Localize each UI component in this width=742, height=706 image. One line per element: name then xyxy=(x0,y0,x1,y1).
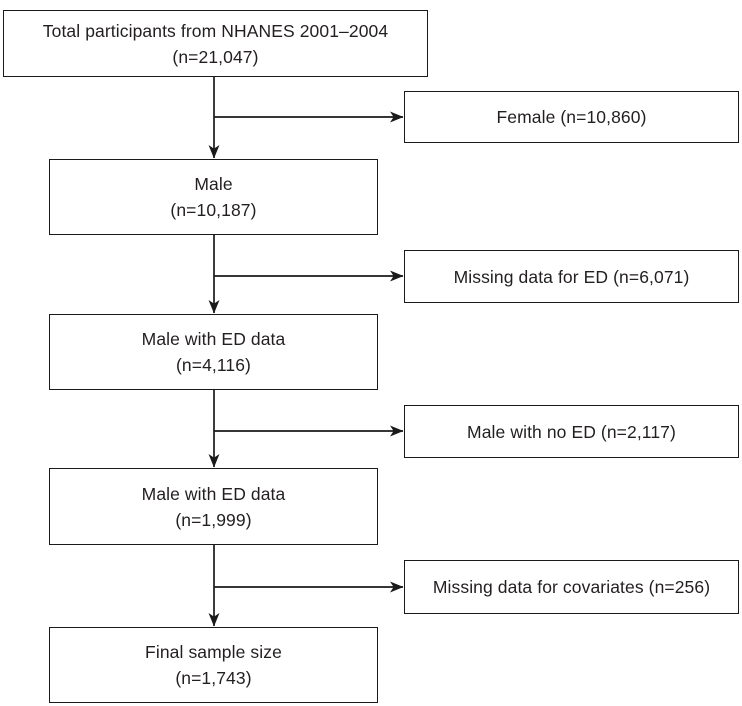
flow-box-excluded-missing-ed: Missing data for ED (n=6,071) xyxy=(404,250,739,303)
box-label-line2: (n=21,047) xyxy=(172,46,259,67)
box-label-line2: (n=4,116) xyxy=(175,355,251,375)
box-label-line2: (n=1,999) xyxy=(175,509,252,530)
flow-box-male-ed-data-1999: Male with ED data (n=1,999) xyxy=(49,468,378,545)
flow-box-final-sample: Final sample size (n=1,743) xyxy=(49,627,378,703)
box-label: Missing data for ED (n=6,071) xyxy=(453,266,690,287)
box-label-line1: Male with ED data xyxy=(141,483,286,504)
box-label: Male with no ED (n=2,117) xyxy=(467,421,676,442)
box-label-line1: Final sample size xyxy=(145,642,282,662)
box-label-line2: (n=1,743) xyxy=(175,668,252,688)
flow-box-excluded-no-ed: Male with no ED (n=2,117) xyxy=(404,405,739,458)
flow-box-total-participants: Total participants from NHANES 2001–2004… xyxy=(3,10,428,77)
flow-box-excluded-female: Female (n=10,860) xyxy=(404,91,739,143)
box-label-line2: (n=10,187) xyxy=(170,200,257,220)
box-label-line1: Total participants from NHANES 2001–2004 xyxy=(42,20,389,41)
box-label: Missing data for covariates (n=256) xyxy=(432,577,711,597)
flow-box-male: Male (n=10,187) xyxy=(49,159,378,235)
flow-box-male-ed-data-4116: Male with ED data (n=4,116) xyxy=(49,314,378,390)
flow-box-excluded-missing-covariates: Missing data for covariates (n=256) xyxy=(404,560,739,614)
box-label-line1: Male xyxy=(194,174,233,194)
box-label: Female (n=10,860) xyxy=(496,107,647,127)
box-label-line1: Male with ED data xyxy=(141,329,286,349)
